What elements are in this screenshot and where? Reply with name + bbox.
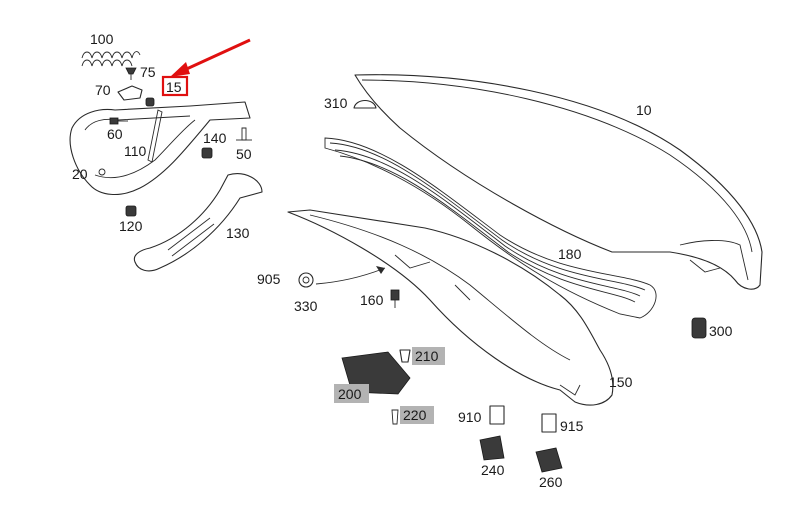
label-300: 300 <box>709 323 733 339</box>
switch-part-240[interactable] <box>479 435 505 461</box>
trunk-seal-part-180[interactable] <box>324 137 657 319</box>
label-130: 130 <box>226 225 250 241</box>
label-20: 20 <box>72 166 88 182</box>
label-120: 120 <box>119 218 143 234</box>
screw-part-75[interactable] <box>125 67 137 80</box>
label-150: 150 <box>609 374 633 390</box>
bolt-part-120[interactable] <box>125 205 137 217</box>
bolt-part-60[interactable] <box>109 117 128 125</box>
label-10: 10 <box>636 102 652 118</box>
label-bg-210 <box>412 347 445 365</box>
label-200: 200 <box>338 386 362 402</box>
label-bg-200 <box>334 384 369 403</box>
trim-panel-part-150[interactable] <box>287 209 614 406</box>
hinge-part-20[interactable] <box>69 101 251 195</box>
label-50: 50 <box>236 146 252 162</box>
label-15: 15 <box>166 79 182 95</box>
switch-part-260[interactable] <box>535 447 563 473</box>
label-75: 75 <box>140 64 156 80</box>
label-915: 915 <box>560 418 584 434</box>
buffer-part-300[interactable] <box>691 317 707 339</box>
grommet-part-330[interactable] <box>298 272 314 288</box>
cap-part-310[interactable] <box>353 99 377 109</box>
bracket-part-915[interactable] <box>541 413 557 433</box>
clip-part-210[interactable] <box>399 349 411 363</box>
label-310: 310 <box>324 95 348 111</box>
label-110: 110 <box>124 143 147 159</box>
label-160: 160 <box>360 292 384 308</box>
pointer-arrowhead-330 <box>376 266 385 274</box>
bracket-part-70[interactable] <box>117 85 143 101</box>
label-140: 140 <box>203 130 227 146</box>
trunk-lid-part-10[interactable] <box>354 74 763 290</box>
clip-part-160[interactable] <box>390 289 400 308</box>
nut-part-140[interactable] <box>201 147 213 159</box>
clip-part-15-shape[interactable] <box>145 97 155 107</box>
label-240: 240 <box>481 462 505 478</box>
label-100: 100 <box>90 31 114 47</box>
label-910: 910 <box>458 409 482 425</box>
bracket-part-910[interactable] <box>489 405 505 425</box>
pin-part-50[interactable] <box>236 127 252 141</box>
hinge-arm-part-130[interactable] <box>133 173 263 272</box>
highlight-box-15 <box>161 75 189 97</box>
label-210: 210 <box>415 348 439 364</box>
rod-part-110[interactable] <box>147 109 163 163</box>
screw-part-220[interactable] <box>391 409 399 425</box>
label-bg-220 <box>400 406 434 424</box>
label-70: 70 <box>95 82 111 98</box>
label-180: 180 <box>558 246 582 262</box>
label-220: 220 <box>403 407 427 423</box>
label-330: 330 <box>294 298 318 314</box>
label-60: 60 <box>107 126 123 142</box>
label-905: 905 <box>257 271 281 287</box>
spring-part-100[interactable] <box>81 51 141 67</box>
pointer-arrow-330 <box>315 267 386 285</box>
label-260: 260 <box>539 474 563 490</box>
red-pointer-arrow <box>170 38 251 77</box>
